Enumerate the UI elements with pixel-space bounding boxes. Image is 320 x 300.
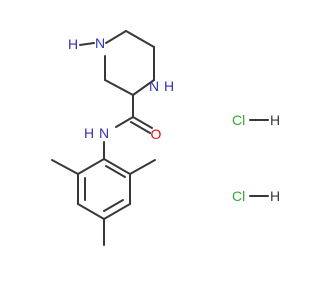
n-top-label: N [95,35,105,51]
bond-carbonyl-n [115,116,134,128]
bond-ar-6 [77,158,105,175]
n-top-atom: N H [68,35,105,52]
oxygen-label: O [151,126,162,142]
bond-methyl-right [129,159,156,175]
chlorine-label: Cl [232,112,245,128]
n-amide-atom: N H [84,125,109,141]
hcl-salt-1: Cl H [232,112,280,128]
bond-ar-1 [103,158,131,175]
bond-ring-top-left [105,30,127,44]
bond-ar-4 [77,203,105,220]
n-amide-label: N [99,125,109,141]
structure-svg: N H N H O N H Cl H Cl H [51,30,280,246]
bond-ring-n-top-left [79,42,95,46]
bond-methyl-left [51,159,79,175]
bond-ring-right-lower [132,79,155,96]
bond-ar-inner-1 [105,165,126,178]
molecule-canvas: N H N H O N H Cl H Cl H [51,30,280,246]
hcl-salt-2: Cl H [232,188,280,204]
bond-ar-3 [103,203,131,220]
n-top-hydrogen: H [68,36,78,52]
n-ring-atom: N H [149,78,174,94]
bond-ring-top-right [125,30,155,48]
bond-co-double-a [132,116,153,129]
hydrogen-label: H [270,112,280,128]
chlorine-label: Cl [232,188,245,204]
bond-ring-bottom-left [104,79,134,96]
n-ring-hydrogen: H [164,78,174,94]
n-ring-label: N [149,78,159,94]
bond-ar-inner-2 [103,199,124,212]
n-amide-hydrogen: H [84,125,94,141]
hydrogen-label: H [270,188,280,204]
bond-co-double-b [130,121,151,134]
